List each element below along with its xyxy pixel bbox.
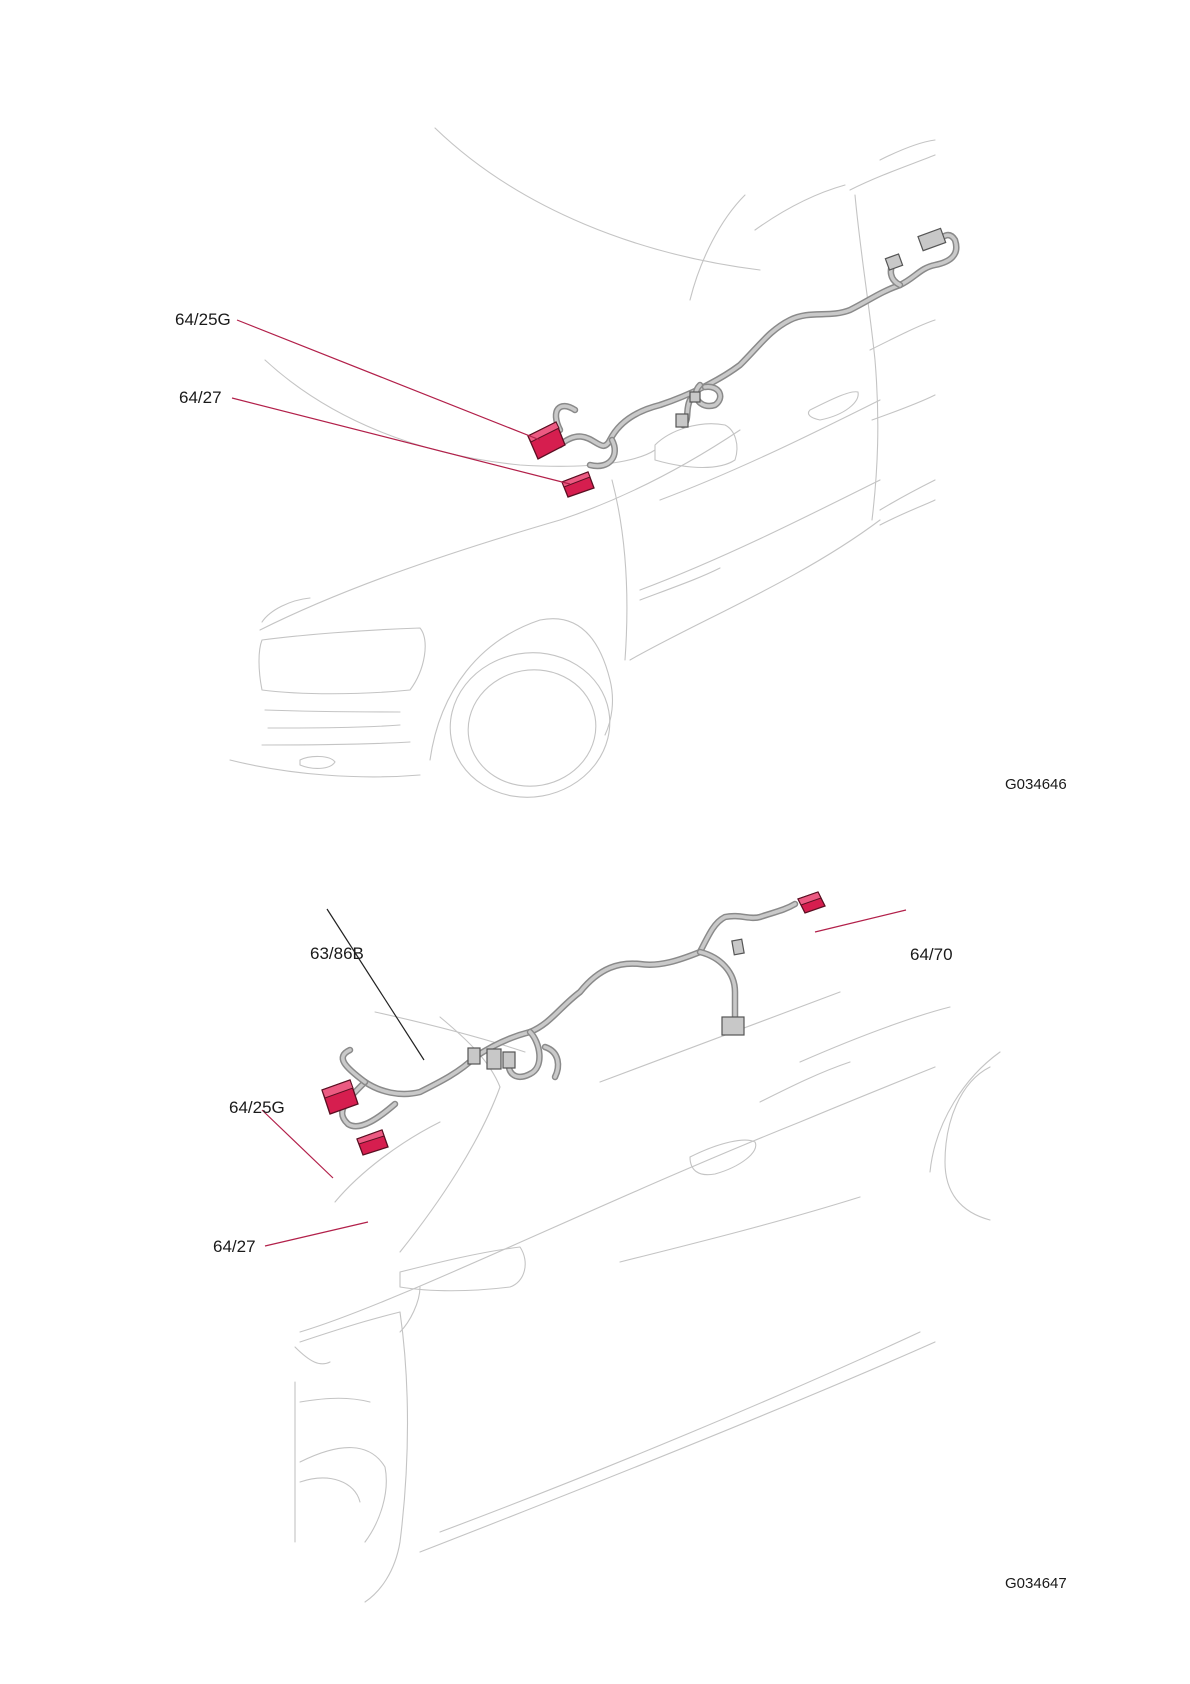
red-connector-64-27-bottom [357, 1130, 388, 1155]
grey-connectors-top [676, 228, 946, 427]
grey-connectors-bottom [468, 939, 744, 1069]
leader-64-25g-bottom [262, 1110, 333, 1178]
label-64-25g: 64/25G [175, 311, 231, 328]
leader-64-70 [815, 910, 906, 932]
figure-code: G034646 [1005, 777, 1067, 792]
diagram-front-view: 64/25G 64/27 G034646 [0, 0, 1190, 842]
figure-code: G034647 [1005, 1576, 1067, 1591]
car-side-drawing [0, 842, 1190, 1684]
wiring-harness-bottom [342, 904, 795, 1126]
label-63-86b: 63/86B [310, 945, 364, 962]
diagram-side-view: 63/86B 64/70 64/25G 64/27 G034647 [0, 842, 1190, 1684]
red-connector-64-70 [798, 892, 825, 913]
label-64-27: 64/27 [179, 389, 222, 406]
red-connector-64-27-top [562, 472, 594, 497]
label-64-27: 64/27 [213, 1238, 256, 1255]
leader-64-27-top [232, 398, 570, 484]
leader-64-25g-top [237, 320, 540, 440]
car-front-drawing [0, 0, 1190, 842]
leader-63-86b [327, 909, 424, 1060]
label-64-70: 64/70 [910, 946, 953, 963]
car-body-outline [230, 128, 935, 810]
car-body-outline-side [295, 992, 1000, 1602]
label-64-25g: 64/25G [229, 1099, 285, 1116]
red-connector-64-25g-bottom [322, 1080, 358, 1114]
leader-64-27-bottom [265, 1222, 368, 1246]
